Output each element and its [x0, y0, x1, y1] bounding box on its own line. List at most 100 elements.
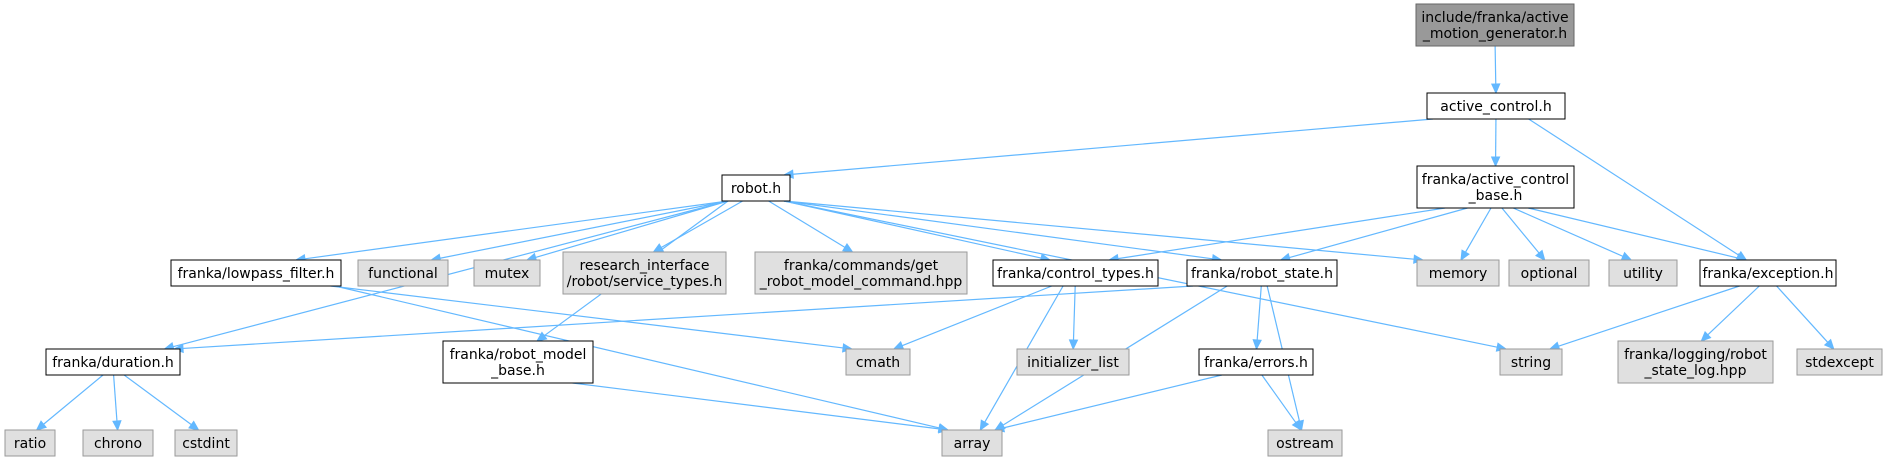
- node-functional: functional: [357, 259, 449, 287]
- node-cstdint: cstdint: [174, 429, 238, 457]
- node-label-memory-line-0: memory: [1429, 266, 1488, 282]
- edge-robot-to-lowpass_filter: [304, 200, 729, 260]
- node-label-string-line-0: string: [1511, 355, 1551, 371]
- node-box-robot_model_base: [442, 340, 594, 384]
- node-label-active_control-line-0: active_control.h: [1440, 99, 1551, 115]
- edge-lowpass_filter-to-array: [334, 285, 940, 429]
- node-control_types[interactable]: franka/control_types.h: [992, 259, 1159, 287]
- arrowhead-active_control_base-to-optional: [1535, 249, 1546, 261]
- node-label-ostream-line-0: ostream: [1276, 436, 1334, 452]
- node-root: include/franka/active_motion_generator.h: [1415, 3, 1575, 47]
- edge-duration-to-ratio: [43, 374, 104, 425]
- arrowhead-robot-to-get_robot_model: [842, 242, 854, 253]
- node-array: array: [941, 429, 1003, 457]
- node-box-stdexcept: [1796, 348, 1883, 376]
- edge-robot_model_base-to-array: [572, 382, 940, 430]
- node-label-stdexcept-line-0: stdexcept: [1805, 355, 1874, 371]
- node-active_control_base[interactable]: franka/active_control_base.h: [1416, 165, 1575, 209]
- edge-robot-to-memory: [783, 200, 1415, 260]
- edge-robot-to-duration: [172, 200, 729, 348]
- edge-control_types-to-initializer_list: [1072, 285, 1076, 341]
- node-robot_state[interactable]: franka/robot_state.h: [1186, 259, 1338, 287]
- edge-active_control-to-exception: [1528, 118, 1740, 256]
- edge-robot-to-mutex: [535, 200, 729, 259]
- node-box-ostream: [1267, 429, 1343, 457]
- arrowhead-active_control-to-active_control_base: [1490, 156, 1501, 168]
- node-memory: memory: [1416, 259, 1500, 287]
- edge-errors-to-array: [1003, 374, 1223, 429]
- edge-errors-to-ostream: [1261, 374, 1297, 424]
- node-chrono: chrono: [82, 429, 154, 457]
- node-box-robot_state: [1186, 259, 1338, 287]
- edge-duration-to-chrono: [113, 374, 118, 422]
- node-box-robot: [721, 174, 791, 202]
- edge-active_control_base-to-exception: [1528, 207, 1738, 259]
- node-box-mutex: [473, 259, 541, 287]
- edge-exception-to-string: [1558, 285, 1740, 347]
- arrowhead-root-to-active_control: [1490, 83, 1501, 95]
- node-label-root-line-1: _motion_generator.h: [1422, 26, 1567, 42]
- node-lowpass_filter[interactable]: franka/lowpass_filter.h: [170, 259, 342, 287]
- node-label-service_types-line-1: /robot/service_types.h: [567, 274, 722, 290]
- node-box-memory: [1416, 259, 1500, 287]
- node-label-mutex-line-0: mutex: [485, 266, 530, 282]
- node-label-chrono-line-0: chrono: [94, 436, 142, 452]
- arrowhead-exception-to-stdexcept: [1823, 338, 1835, 350]
- node-robot_model_base[interactable]: franka/robot_model_base.h: [442, 340, 594, 384]
- node-box-initializer_list: [1016, 348, 1130, 376]
- edge-robot_state-to-errors: [1256, 285, 1262, 341]
- dependency-nodes: include/franka/active_motion_generator.h…: [4, 3, 1883, 457]
- node-label-active_control_base-line-1: _base.h: [1468, 188, 1523, 204]
- node-ratio: ratio: [4, 429, 56, 457]
- edge-control_types-to-cmath: [901, 285, 1053, 347]
- node-label-exception-line-0: franka/exception.h: [1702, 266, 1833, 282]
- node-box-robot_state_log: [1617, 340, 1774, 384]
- node-label-array-line-0: array: [954, 436, 991, 452]
- node-label-get_robot_model-line-0: franka/commands/get: [784, 258, 939, 274]
- node-box-chrono: [82, 429, 154, 457]
- edge-active_control_base-to-robot_state: [1289, 207, 1468, 259]
- node-box-utility: [1608, 259, 1678, 287]
- edge-lowpass_filter-to-cmath: [330, 285, 844, 349]
- node-box-service_types: [562, 251, 727, 295]
- node-errors[interactable]: franka/errors.h: [1198, 348, 1314, 376]
- edge-robot_state-to-duration: [182, 285, 1194, 350]
- node-robot[interactable]: robot.h: [721, 174, 791, 202]
- edge-robot-to-functional: [439, 200, 729, 259]
- node-label-robot_model_base-line-1: _base.h: [490, 363, 545, 379]
- node-string: string: [1499, 348, 1563, 376]
- arrowhead-active_control_base-to-utility: [1620, 251, 1633, 261]
- edge-active_control_base-to-optional: [1501, 207, 1540, 254]
- node-label-robot_state-line-0: franka/robot_state.h: [1191, 266, 1333, 282]
- node-label-robot_state_log-line-0: franka/logging/robot: [1624, 347, 1767, 363]
- node-box-active_control: [1426, 92, 1566, 120]
- node-utility: utility: [1608, 259, 1678, 287]
- arrowhead-exception-to-robot_state_log: [1700, 331, 1712, 342]
- arrowhead-control_types-to-initializer_list: [1068, 339, 1079, 351]
- node-label-lowpass_filter-line-0: franka/lowpass_filter.h: [178, 266, 335, 282]
- node-box-control_types: [992, 259, 1159, 287]
- node-label-cstdint-line-0: cstdint: [182, 436, 230, 452]
- node-label-initializer_list-line-0: initializer_list: [1027, 355, 1119, 371]
- node-service_types: research_interface/robot/service_types.h: [562, 251, 727, 295]
- edge-root-to-active_control: [1494, 45, 1497, 85]
- node-box-cstdint: [174, 429, 238, 457]
- node-label-errors-line-0: franka/errors.h: [1204, 355, 1308, 371]
- node-label-service_types-line-0: research_interface: [579, 258, 709, 274]
- node-box-errors: [1198, 348, 1314, 376]
- node-duration[interactable]: franka/duration.h: [45, 348, 181, 376]
- edge-exception-to-stdexcept: [1776, 285, 1829, 343]
- node-active_control[interactable]: active_control.h: [1426, 92, 1566, 120]
- edge-active_control_base-to-memory: [1464, 207, 1492, 253]
- node-label-active_control_base-line-0: franka/active_control: [1422, 172, 1569, 188]
- edge-robot-to-robot_state: [783, 200, 1213, 260]
- node-label-control_types-line-0: franka/control_types.h: [997, 266, 1154, 282]
- node-label-cmath-line-0: cmath: [856, 355, 900, 371]
- node-optional: optional: [1508, 259, 1590, 287]
- arrowhead-control_types-to-array: [979, 419, 990, 432]
- node-label-robot_model_base-line-0: franka/robot_model: [450, 347, 587, 363]
- node-ostream: ostream: [1267, 429, 1343, 457]
- node-exception[interactable]: franka/exception.h: [1699, 259, 1837, 287]
- arrowhead-duration-to-chrono: [112, 420, 122, 432]
